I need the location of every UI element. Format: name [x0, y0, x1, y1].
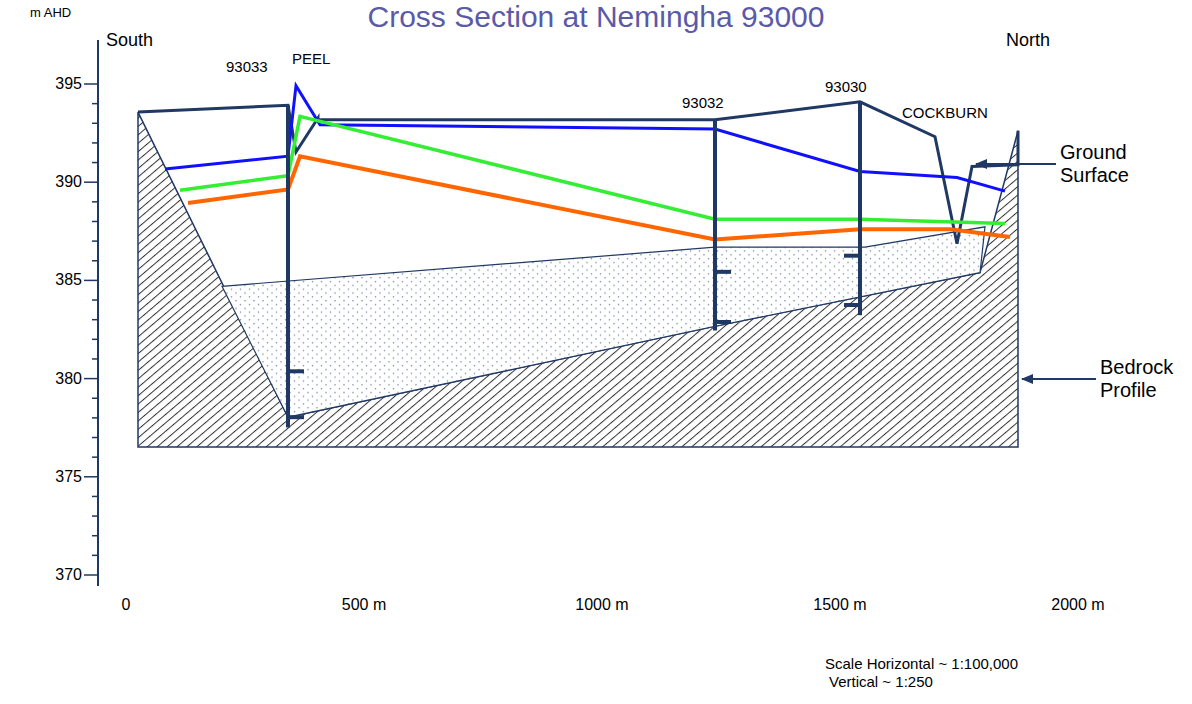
axis-tick: [92, 201, 98, 203]
axis-tick: [92, 339, 98, 341]
axis-value: 390: [55, 173, 82, 191]
direction-label: North: [1006, 30, 1050, 51]
axis-tick: [92, 515, 98, 517]
river-name: COCKBURN: [902, 104, 988, 121]
axis-value: 0: [122, 596, 131, 614]
axis-tick: [92, 358, 98, 360]
axis-tick: [84, 378, 98, 380]
bedrock-callout: [1022, 378, 1096, 380]
axis-tick: [84, 181, 98, 183]
callout-label: Bedrock Profile: [1100, 356, 1188, 402]
axis-tick: [92, 496, 98, 498]
axis-tick: [84, 83, 98, 85]
axis-tick: [92, 103, 98, 105]
bedrock: [138, 112, 1018, 447]
y-axis: [97, 40, 99, 586]
axis-unit: m AHD: [30, 6, 71, 21]
alluvium: [222, 227, 985, 417]
bore-number: 93030: [825, 78, 867, 95]
bores: [288, 102, 860, 428]
axis-value: 375: [55, 468, 82, 486]
axis-tick: [92, 437, 98, 439]
axis-tick: [92, 397, 98, 399]
axis-value: 380: [55, 370, 82, 388]
axis-tick: [92, 162, 98, 164]
axis-tick: [92, 240, 98, 242]
axis-tick: [84, 476, 98, 478]
axis-value: 395: [55, 75, 82, 93]
ground-callout: [976, 163, 1056, 165]
diagram-title: Cross Section at Nemingha 93000: [368, 0, 825, 35]
axis-tick: [92, 417, 98, 419]
axis-tick: [92, 535, 98, 537]
axis-tick: [92, 142, 98, 144]
axis-tick: [92, 555, 98, 557]
water-level-orange: [188, 156, 1010, 239]
water-level-green: [180, 116, 1005, 223]
axis-tick: [84, 280, 98, 282]
axis-value: 500 m: [342, 596, 386, 614]
axis-value: 1500 m: [813, 596, 866, 614]
axis-tick: [84, 574, 98, 576]
axis-tick: [92, 299, 98, 301]
direction-label: South: [106, 30, 153, 51]
axis-value: 385: [55, 271, 82, 289]
bore-number: 93033: [226, 58, 268, 75]
axis-value: 1000 m: [575, 596, 628, 614]
scale-note: Vertical ~ 1:250: [829, 673, 933, 690]
bore-number: 93032: [682, 94, 724, 111]
axis-tick: [92, 221, 98, 223]
axis-value: 2000 m: [1051, 596, 1104, 614]
axis-tick: [92, 456, 98, 458]
axis-value: 370: [55, 566, 82, 584]
scale-note: Scale Horizontal ~ 1:100,000: [825, 655, 1018, 672]
callout-label: Ground Surface: [1060, 141, 1170, 187]
river-name: PEEL: [292, 50, 330, 67]
axis-tick: [92, 260, 98, 262]
axis-tick: [92, 319, 98, 321]
axis-tick: [92, 123, 98, 125]
